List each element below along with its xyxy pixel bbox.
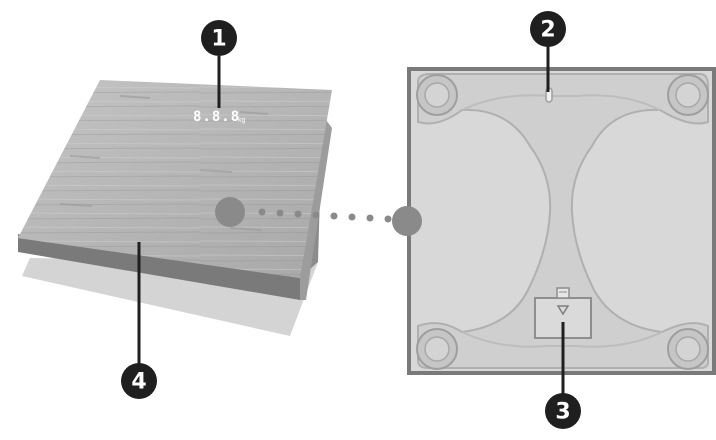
battery-cover-icon [556,287,570,299]
scale-display: 8.8.8 kg [193,109,246,125]
view-connector [215,197,422,236]
display-reading: 8.8.8 [193,109,240,125]
bamboo-knots [59,95,269,231]
foot-bottom-right [667,328,709,370]
bottom-top-band [461,94,661,111]
callout-2-label: 2 [540,18,555,43]
connector-end-dot [392,206,422,236]
callout-1-label: 1 [211,27,226,52]
arrow-down-icon [556,305,570,316]
foot-top-left [416,74,458,116]
bottom-housing [417,73,709,369]
callout-1: 1 [201,20,237,108]
scale-right-edge [300,120,332,300]
callout-2: 2 [530,11,566,92]
connector-start-dot [215,197,245,227]
foot-top-right [667,74,709,116]
scale-top-view: 8.8.8 kg [18,80,332,336]
display-unit: kg [238,117,246,124]
callout-3: 3 [545,322,581,429]
callout-3-label: 3 [555,400,570,425]
scale-front-edge [18,238,300,300]
callout-4-label: 4 [131,370,146,395]
foot-bottom-left [416,328,458,370]
callout-4: 4 [121,242,157,399]
